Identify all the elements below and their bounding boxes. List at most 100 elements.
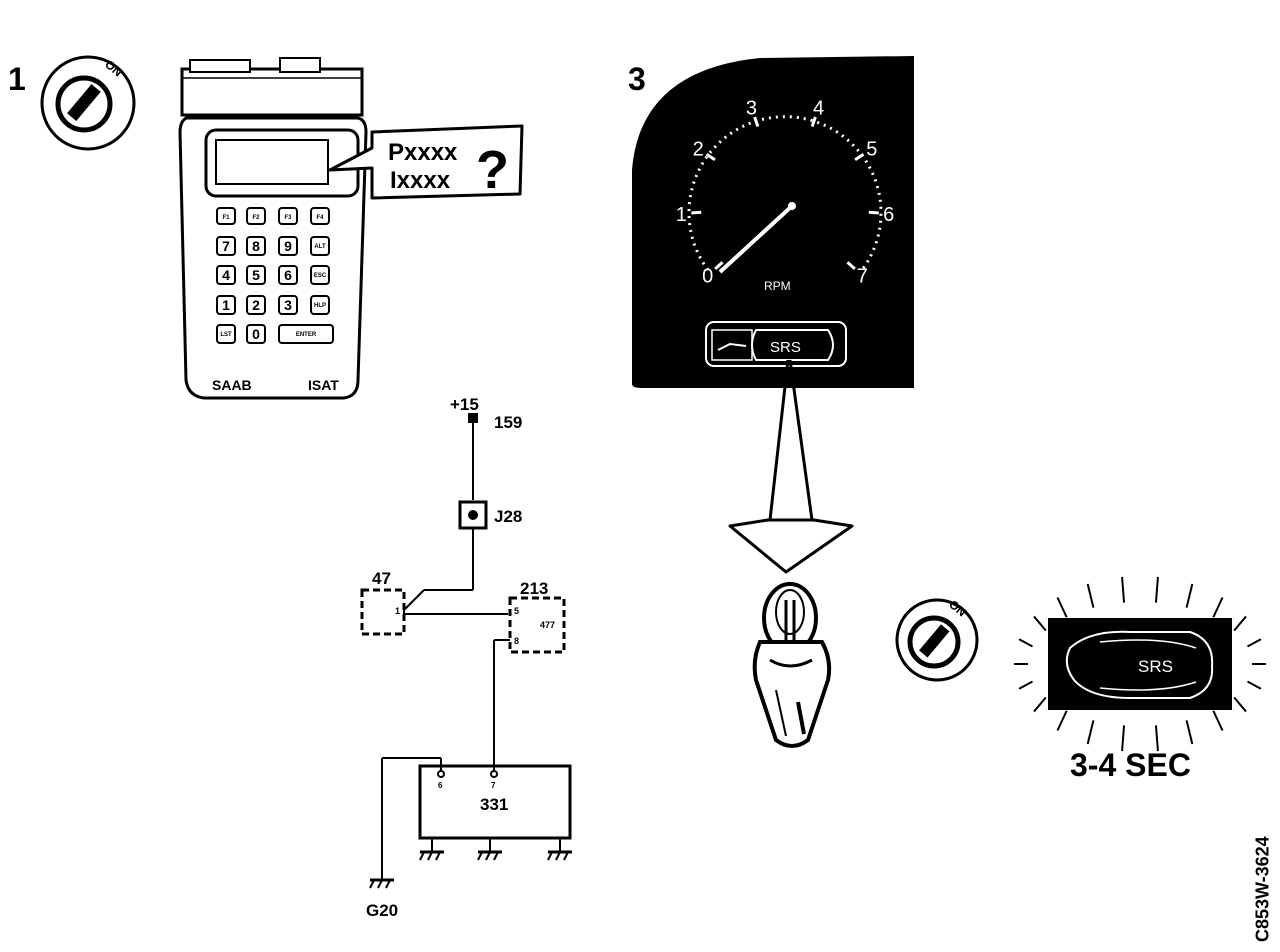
step-1-number: 1 [8, 61, 26, 97]
gauge-tick-label: 2 [693, 139, 704, 161]
tester-key-8: 8 [246, 236, 266, 256]
tester-key-3: 3 [278, 295, 298, 315]
tester-key-f3: F3 [278, 207, 298, 225]
bulb-icon [752, 582, 832, 748]
tester-callout: Pxxxx Ixxxx ? [328, 124, 524, 200]
flash-ray [1154, 576, 1159, 603]
flash-ray [1121, 576, 1126, 603]
svg-text:1: 1 [222, 297, 230, 313]
flash-ray [1033, 615, 1047, 632]
component-47 [360, 588, 406, 636]
down-arrow-icon [728, 359, 854, 574]
callout-question-icon: ? [476, 140, 509, 200]
tester-key-esc: ESC [310, 265, 330, 285]
gauge-tick-label: 0 [702, 266, 713, 288]
tester-key-2: 2 [246, 295, 266, 315]
component-331 [418, 764, 572, 840]
flash-ray [1185, 720, 1194, 745]
isat-tester [178, 57, 368, 400]
flash-ray [1086, 720, 1095, 745]
ignition-switch-icon-2: ON [895, 597, 979, 682]
svg-text:0: 0 [252, 326, 260, 342]
gauge-tick-mark [854, 152, 865, 161]
flash-ray [1246, 638, 1262, 648]
tester-key-f2: F2 [246, 207, 266, 225]
gauge-unit: RPM [764, 279, 791, 293]
label-plus15: +15 [450, 395, 479, 414]
srs-lamp-label: SRS [770, 339, 801, 356]
svg-text:2: 2 [252, 297, 260, 313]
tester-key-f4: F4 [310, 207, 330, 225]
gauge-tick-label: 7 [857, 266, 868, 288]
flash-ray [1121, 725, 1126, 752]
svg-text:ESC: ESC [314, 273, 327, 279]
svg-text:F3: F3 [284, 215, 292, 221]
label-j28: J28 [494, 507, 522, 526]
label-47: 47 [372, 569, 391, 588]
gauge-tick-mark [714, 261, 724, 271]
step-3-number: 3 [628, 61, 646, 97]
tester-key-enter: ENTER [278, 324, 334, 344]
label-213: 213 [520, 579, 548, 598]
gauge-tick-mark [705, 152, 716, 161]
flash-ray [1212, 710, 1224, 731]
gauge-tick-label: 1 [676, 204, 687, 226]
svg-text:8: 8 [252, 238, 260, 254]
ignition-switch-icon: ON [40, 55, 136, 151]
svg-text:4: 4 [222, 267, 230, 283]
gauge-tick-mark [691, 210, 702, 215]
tester-key-9: 9 [278, 236, 298, 256]
svg-text:9: 9 [284, 238, 292, 254]
gauge-tick-mark [868, 210, 879, 215]
tester-brand: SAAB [212, 377, 252, 393]
ground-symbols [369, 838, 572, 889]
svg-text:F4: F4 [316, 215, 324, 221]
label-213-inner: 477 [540, 620, 555, 630]
gauge-tick-label: 5 [866, 139, 877, 161]
label-g20: G20 [366, 901, 398, 920]
svg-text:HLP: HLP [314, 303, 326, 309]
srs-flash-lamp: SRS [1048, 618, 1232, 710]
tester-key-hlp: HLP [310, 295, 330, 315]
label-47-pin: 1 [395, 606, 400, 616]
flash-ray [1033, 696, 1047, 713]
flash-ray [1233, 615, 1247, 632]
tester-model: ISAT [308, 377, 339, 393]
gauge-tick-mark [846, 261, 856, 271]
duration-label: 3-4 SEC [1070, 747, 1191, 783]
svg-text:6: 6 [284, 267, 292, 283]
gauge-tick-mark [753, 116, 760, 127]
ground-icon [419, 838, 444, 861]
flash-ray [1233, 696, 1247, 713]
srs-flash-label: SRS [1138, 657, 1173, 676]
callout-line-1: Pxxxx [388, 139, 458, 166]
svg-text:F2: F2 [252, 215, 260, 221]
svg-text:F1: F1 [222, 215, 230, 221]
svg-text:3: 3 [284, 297, 292, 313]
wiring-diagram [360, 413, 572, 880]
tester-key-5: 5 [246, 265, 266, 285]
flash-ray [1056, 710, 1068, 731]
svg-text:7: 7 [222, 238, 230, 254]
flash-ray [1246, 680, 1262, 690]
ground-icon [369, 878, 394, 889]
svg-text:ENTER: ENTER [296, 332, 317, 338]
label-213-pin-a: 5 [514, 606, 519, 616]
flash-ray [1018, 680, 1034, 690]
svg-text:5: 5 [252, 267, 260, 283]
rpm-gauge [687, 115, 883, 274]
label-331-pin-b: 7 [491, 781, 496, 790]
svg-text:LST: LST [220, 332, 232, 338]
tester-key-alt: ALT [310, 236, 330, 256]
label-159: 159 [494, 413, 522, 432]
srs-lamp-panel: SRS [705, 321, 847, 367]
flash-ray [1212, 597, 1224, 618]
figure-code: C853W-3624 [1253, 836, 1273, 942]
tester-keypad: F1 F2 F3 F4 7 8 9 ALT 4 5 6 ESC 1 2 3 HLP LST 0 ENTER [216, 207, 334, 344]
tester-key-6: 6 [278, 265, 298, 285]
gauge-tick-label: 4 [813, 98, 824, 120]
label-331: 331 [480, 795, 508, 814]
component-213 [508, 596, 566, 654]
